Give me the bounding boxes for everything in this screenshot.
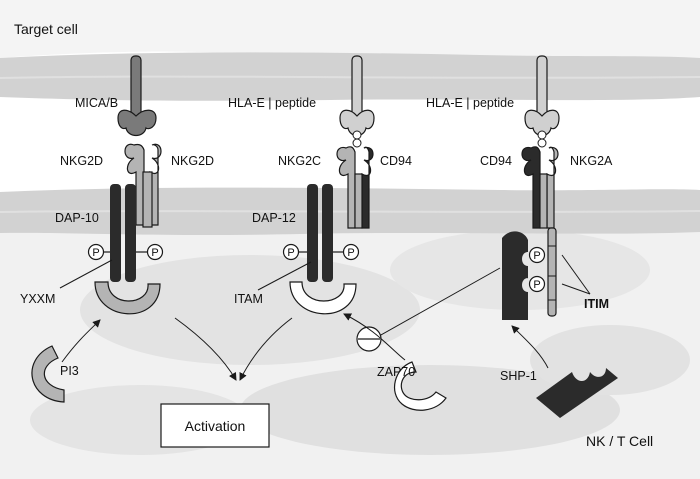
itim-label: ITIM bbox=[584, 297, 609, 311]
nkg2d-complex: P P bbox=[59, 55, 164, 315]
phospho-tag: P bbox=[87, 243, 105, 261]
dap12-dimer bbox=[298, 184, 344, 282]
dap10-dimer bbox=[102, 184, 148, 282]
yxxm-label: YXXM bbox=[20, 292, 55, 306]
svg-text:P: P bbox=[533, 279, 540, 291]
cd94-nkg2a-dimer bbox=[521, 146, 559, 317]
mica-b-label: MICA/B bbox=[75, 96, 118, 110]
arrow-dap10-to-activation bbox=[174, 317, 237, 381]
yxxm-docking-crescent bbox=[94, 281, 161, 315]
pi3-label: PI3 bbox=[60, 364, 79, 378]
zap70-kinase bbox=[393, 361, 447, 411]
hla-e-peptide-label: HLA-E | peptide bbox=[228, 96, 316, 110]
cd94-label: CD94 bbox=[380, 154, 412, 168]
pi3-kinase bbox=[31, 345, 65, 403]
itam-label: ITAM bbox=[234, 292, 263, 306]
arrow-dap12-to-activation bbox=[239, 317, 293, 381]
itam-docking-crescent bbox=[289, 281, 357, 315]
svg-text:P: P bbox=[151, 247, 158, 259]
svg-text:P: P bbox=[347, 247, 354, 259]
phospho-tag: P bbox=[528, 275, 546, 293]
hla-e-ligand bbox=[339, 55, 375, 148]
arrow-pi3-to-dap10 bbox=[61, 319, 101, 363]
nkg2c-complex: P P bbox=[257, 55, 375, 315]
svg-text:P: P bbox=[92, 247, 99, 259]
nkg2d-label-left: NKG2D bbox=[60, 154, 103, 168]
target-cell-membrane-line bbox=[0, 75, 700, 79]
phospho-tag: P bbox=[146, 243, 164, 261]
phospho-tag: P bbox=[282, 243, 300, 261]
svg-text:P: P bbox=[287, 247, 294, 259]
phospho-tag: P bbox=[528, 246, 546, 264]
nkg2d-dimer bbox=[124, 143, 162, 228]
mica-b-ligand bbox=[117, 55, 157, 137]
shp1-label: SHP-1 bbox=[500, 369, 537, 383]
signal-arrows bbox=[61, 313, 549, 381]
activation-box: Activation bbox=[160, 403, 270, 448]
shp1-free bbox=[536, 368, 618, 418]
hla-e-peptide-label: HLA-E | peptide bbox=[426, 96, 514, 110]
nkg2a-complex: P P bbox=[502, 55, 591, 320]
nkg2c-cd94-dimer bbox=[336, 146, 374, 229]
shp1-docked bbox=[502, 231, 528, 320]
inhibition-symbol bbox=[356, 267, 501, 352]
dap12-label: DAP-12 bbox=[252, 211, 296, 225]
nkg2d-label-right: NKG2D bbox=[171, 154, 214, 168]
nk-t-cell-label: NK / T Cell bbox=[586, 433, 653, 449]
phospho-tag: P bbox=[342, 243, 360, 261]
target-cell-label: Target cell bbox=[14, 21, 78, 37]
cd94-label-right: CD94 bbox=[480, 154, 512, 168]
dap10-label: DAP-10 bbox=[55, 211, 99, 225]
zap70-label: ZAP70 bbox=[377, 365, 415, 379]
nkg2c-label: NKG2C bbox=[278, 154, 321, 168]
svg-text:P: P bbox=[533, 250, 540, 262]
activation-label: Activation bbox=[185, 418, 246, 434]
arrow-zap70-to-dap12 bbox=[343, 313, 406, 361]
hla-e-ligand bbox=[524, 55, 560, 148]
arrow-shp1-to-nkg2a bbox=[511, 325, 549, 369]
nkg2a-label: NKG2A bbox=[570, 154, 613, 168]
